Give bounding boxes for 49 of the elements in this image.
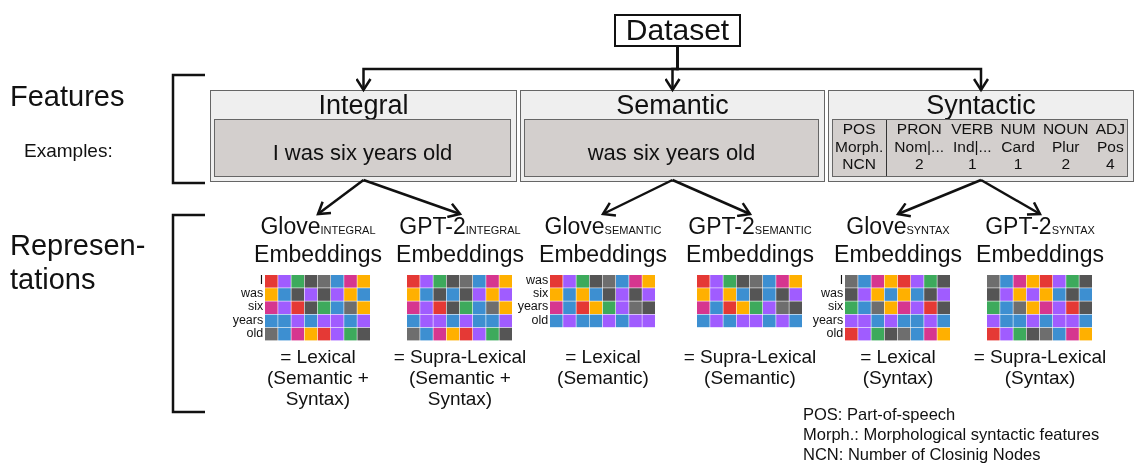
row-label: old bbox=[246, 326, 264, 340]
row-label: six bbox=[827, 300, 844, 314]
row-label: I bbox=[259, 274, 264, 287]
row-label: six bbox=[247, 300, 264, 314]
representation-label: = Supra-Lexical (Syntax) bbox=[972, 346, 1108, 388]
representation-label: = Lexical (Syntax) bbox=[859, 346, 937, 388]
feature-box bbox=[210, 90, 517, 182]
row-label: old bbox=[826, 326, 844, 340]
representation-label: = Supra-Lexical (Semantic) bbox=[682, 346, 818, 388]
row-label: was bbox=[240, 287, 264, 301]
example-sentence-box: was six years old bbox=[524, 119, 819, 177]
feature-table bbox=[832, 119, 1128, 177]
representation-label: = Lexical (Semantic + Syntax) bbox=[266, 346, 370, 409]
representation-label: = Lexical (Semantic) bbox=[556, 346, 650, 388]
row-label: years bbox=[232, 313, 264, 327]
footnote: Morph.: Morphological syntactic features bbox=[803, 425, 1100, 444]
representation-label: = Supra-Lexical (Semantic + Syntax) bbox=[392, 346, 528, 409]
table-column-text: NUM Card 1 bbox=[1000, 120, 1036, 174]
feature-title: Integral bbox=[317, 91, 410, 119]
row-label: was bbox=[525, 274, 549, 287]
arrow bbox=[363, 178, 462, 219]
table-column-text: VERB Ind|... 1 bbox=[951, 120, 994, 174]
table-column-text: PRON Nom|... 2 bbox=[894, 120, 945, 174]
row-label: I bbox=[839, 274, 844, 287]
example-sentence-box: I was six years old bbox=[214, 119, 511, 177]
arrow bbox=[676, 47, 990, 92]
feature-box bbox=[828, 90, 1134, 182]
row-label: six bbox=[532, 287, 549, 301]
table-column-text: ADJ Pos 4 bbox=[1095, 120, 1125, 174]
section-label: Features bbox=[10, 80, 125, 113]
feature-title: Semantic bbox=[615, 91, 730, 119]
section-label: Examples: bbox=[24, 140, 113, 162]
feature-box bbox=[520, 90, 825, 182]
table-column-text: NOUN Plur 2 bbox=[1042, 120, 1089, 174]
feature-title: Syntactic bbox=[925, 91, 1037, 119]
arrow bbox=[896, 178, 982, 218]
dataset-box: Dataset bbox=[614, 14, 741, 47]
row-header-text: POS Morph. NCN bbox=[835, 120, 888, 176]
footnote: POS: Part-of-speech bbox=[803, 405, 956, 424]
arrow bbox=[316, 179, 365, 216]
arrow bbox=[601, 178, 674, 217]
row-label: years bbox=[812, 313, 844, 327]
arrow bbox=[672, 178, 752, 218]
row-label: years bbox=[517, 300, 549, 314]
row-label: was bbox=[820, 287, 844, 301]
row-label: old bbox=[531, 313, 549, 327]
section-label: Represen- tations bbox=[10, 228, 147, 296]
footnote: NCN: Number of Closinig Nodes bbox=[803, 445, 1041, 464]
arrow bbox=[980, 178, 1042, 216]
